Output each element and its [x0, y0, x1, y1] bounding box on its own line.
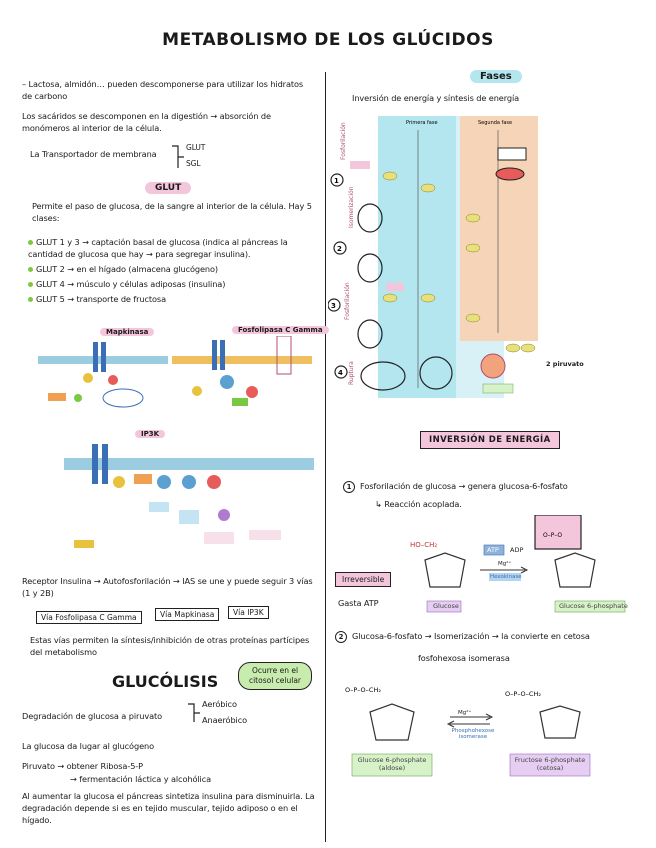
rxn2-product: Fructose 6-phosphate (cetosa): [514, 756, 586, 772]
fig2-label: Fosfolipasa C Gamma: [232, 326, 329, 334]
mapkinasa-figure: [38, 342, 168, 408]
bullet-dot-icon: [28, 297, 33, 302]
fosfolipasa-figure: [172, 336, 312, 406]
fases-subtitle: Inversión de energía y síntesis de energ…: [352, 93, 520, 103]
svg-text:Segunda fase: Segunda fase: [478, 120, 512, 126]
svg-text:1: 1: [334, 177, 339, 185]
transport-opt-glut: GLUT: [186, 143, 206, 152]
side-label-3: Fosforilación: [344, 282, 351, 320]
glut-item: GLUT 2 → en el hígado (almacena glucógen…: [36, 264, 219, 274]
vias-desc: Estas vías permiten la síntesis/inhibici…: [30, 635, 310, 657]
gasta-atp: Gasta ATP: [338, 598, 379, 608]
intro-1: – Lactosa, almidón… pueden descomponerse…: [22, 79, 304, 101]
step2-sub: fosfohexosa isomerasa: [418, 653, 510, 663]
glut-list: GLUT 1 y 3 → captación basal de glucosa …: [28, 236, 318, 305]
intro-2: Los sacáridos se descomponen en la diges…: [22, 111, 271, 133]
via-mapkinasa: Vía Mapkinasa: [155, 608, 220, 621]
reaction-2-figure: O–P–O–CH₂ O–P–O–CH₂: [345, 686, 591, 777]
bullet-dot-icon: [28, 267, 33, 272]
inversion-title: INVERSIÓN DE ENERGÍA: [420, 431, 560, 449]
bracket-icon: [188, 703, 200, 722]
via-fosfolipasa: Vía Fosfolipasa C Gamma: [36, 611, 142, 624]
rxn2-enzyme: Phosphohexose isomerase: [451, 728, 495, 740]
insulina: Al aumentar la glucosa el páncreas sinte…: [22, 791, 315, 825]
step1-sub: ↳ Reacción acoplada.: [375, 499, 462, 509]
svg-text:3: 3: [331, 302, 336, 310]
svg-text:O–P–O–CH₂: O–P–O–CH₂: [345, 686, 381, 694]
piruvato-label: 2 piruvato: [546, 360, 584, 368]
side-label-4: Ruptura: [348, 361, 355, 385]
degradacion: Degradación de glucosa a piruvato: [22, 711, 163, 721]
column-divider: [325, 72, 327, 842]
rxn2-mg: Mg²⁺: [458, 710, 472, 716]
bracket-icon: [172, 145, 184, 168]
fases-badge: Fases: [470, 70, 522, 83]
side-label-1: Fosforilación: [340, 122, 347, 160]
via-ip3k: Vía IP3K: [228, 606, 269, 619]
degradacion-anaerobico: Anaeróbico: [202, 715, 248, 725]
glycolysis-diagram: Primera fase Segunda fase 1 2 3 4: [328, 116, 538, 398]
fig3-label: IP3K: [135, 430, 166, 438]
step-2-badge: 2: [335, 631, 347, 643]
svg-text:4: 4: [338, 369, 343, 377]
rxn1-mg: Mg²⁺: [498, 561, 512, 567]
step2-text: Glucosa-6-fosfato → Isomerización → la c…: [352, 631, 590, 641]
side-label-2: Isomerización: [348, 186, 355, 228]
rxn1-atp: ATP: [487, 546, 499, 554]
glut-item: GLUT 4 → músculo y células adiposas (ins…: [36, 279, 226, 289]
svg-text:2: 2: [337, 245, 342, 253]
reaction-1-figure: HO–CH₂ O–P–O: [410, 515, 626, 613]
svg-text:HO–CH₂: HO–CH₂: [410, 541, 437, 549]
piruvato-2: → fermentación láctica y alcohólica: [70, 774, 212, 784]
rxn1-enzyme: Hexokinase: [490, 574, 522, 580]
degradacion-aerobico: Aeróbico: [202, 699, 237, 709]
page-title: METABOLISMO DE LOS GLÚCIDOS: [162, 30, 494, 50]
svg-text:O–P–O: O–P–O: [543, 532, 562, 539]
rxn1-product: Glucose 6-phosphate: [559, 602, 628, 610]
glucogeno: La glucosa da lugar al glucógeno: [22, 741, 155, 751]
glut-item: GLUT 1 y 3 → captación basal de glucosa …: [28, 237, 288, 259]
ip3k-figure: [64, 444, 314, 548]
svg-text:O–P–O–CH₂: O–P–O–CH₂: [505, 690, 541, 698]
glut-desc: Permite el paso de glucosa, de la sangre…: [32, 201, 312, 223]
transport-label: La Transportador de membrana: [30, 149, 157, 159]
rxn1-adp: ADP: [510, 546, 524, 554]
glut-badge: GLUT: [145, 182, 192, 194]
step-1-badge: 1: [343, 481, 355, 493]
glut-item: GLUT 5 → transporte de fructosa: [36, 294, 167, 304]
rxn1-reactant: Glucose: [433, 602, 459, 610]
rxn2-reactant: Glucose 6-phosphate (aldose): [357, 756, 427, 772]
transport-opt-sgl: SGL: [186, 159, 201, 168]
glucolisis-title: GLUCÓLISIS: [112, 672, 219, 691]
receptor-text: Receptor Insulina → Autofosforilación → …: [22, 576, 313, 598]
irreversible-badge: Irreversible: [335, 572, 392, 587]
svg-text:Primera fase: Primera fase: [406, 120, 438, 126]
citosol-note: Ocurre en el citosol celular: [238, 662, 312, 690]
fig1-label: Mapkinasa: [100, 328, 155, 336]
bullet-dot-icon: [28, 282, 33, 287]
step1-text: Fosforilación de glucosa → genera glucos…: [360, 481, 568, 491]
piruvato-1: Piruvato → obtener Ribosa-5-P: [22, 761, 143, 771]
bullet-dot-icon: [28, 240, 33, 245]
